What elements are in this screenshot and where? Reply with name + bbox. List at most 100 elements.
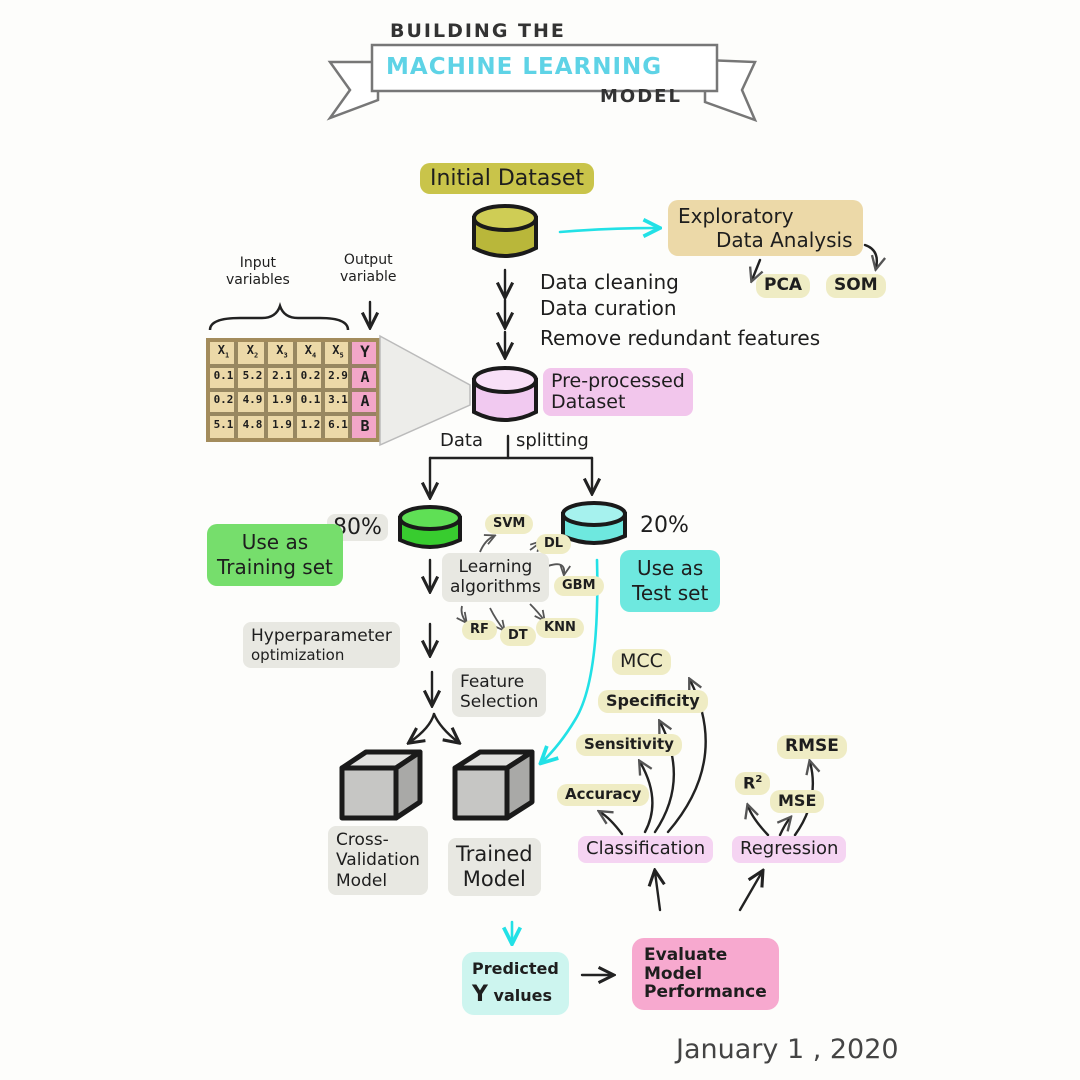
table-header-cell: X1 (211, 344, 236, 360)
table-header-cell: X4 (298, 344, 323, 360)
table-header-subscript: 2 (254, 351, 259, 360)
table-header-symbol: X (276, 343, 284, 357)
metric-r2-base: R (743, 773, 756, 793)
algo-gbm: GBM (554, 576, 604, 596)
dataset-cylinder-training (398, 505, 462, 549)
table-header-symbol: Y (360, 342, 370, 361)
input-label-line-1: Input (239, 255, 277, 271)
table-header-symbol: X (304, 343, 312, 357)
title-ribbon (326, 43, 758, 123)
metric-mse: MSE (770, 790, 825, 813)
dataset-cylinder-test (561, 501, 627, 545)
feature-line-1: Feature (460, 672, 525, 692)
cv-line-3: Model (336, 870, 388, 891)
dataset-cylinder-preprocessed (472, 366, 538, 422)
table-header-subscript: 1 (225, 351, 230, 360)
step-cleaning: Data cleaning (540, 270, 679, 294)
table-cell: 1.9 (272, 393, 292, 406)
table-header-cell: X3 (269, 344, 295, 360)
date-label: January 1 , 2020 (676, 1034, 899, 1065)
flow-arrows (370, 243, 877, 975)
predicted-values-label: Predicted Y values (462, 952, 569, 1016)
evaluate-line-1: Evaluate (644, 945, 728, 965)
eda-line-2: Data Analysis (716, 228, 853, 252)
learning-line-2: algorithms (450, 577, 541, 598)
cv-line-2: Validation (336, 850, 420, 871)
classification-label: Classification (578, 836, 714, 863)
table-header-cell: X5 (326, 344, 350, 360)
cv-line-1: Cross- (336, 830, 389, 850)
table-cell: 4.9 (242, 393, 263, 406)
evaluate-line-3: Performance (644, 982, 767, 1003)
output-label-line-2: variable (340, 268, 397, 285)
table-cell: 3.1 (328, 393, 348, 406)
learning-algorithms-label: Learning algorithms (442, 553, 549, 602)
table-output-cell: A (360, 392, 370, 410)
table-cell: 1.2 (300, 418, 321, 431)
table-cell: 0.1 (213, 369, 234, 382)
table-cell: 6.1 (328, 418, 348, 431)
metric-rmse: RMSE (777, 735, 847, 759)
title-line-1: BUILDING THE (390, 20, 566, 42)
data-table-grid (206, 302, 471, 447)
eda-line-1: Exploratory (678, 204, 794, 228)
step-remove-features: Remove redundant features (540, 326, 821, 350)
metric-mcc: MCC (612, 649, 671, 675)
hyperparameter-label: Hyperparameter optimization (243, 622, 400, 669)
metric-sensitivity: Sensitivity (576, 734, 682, 756)
training-line-2: Training set (217, 555, 333, 579)
pca-label: PCA (756, 274, 811, 298)
table-cell: 1.9 (272, 418, 292, 431)
input-label-line-2: variables (226, 271, 290, 288)
test-line-1: Use as (636, 556, 704, 580)
table-output-cell: A (360, 368, 370, 386)
preprocessed-line-1: Pre-processed (551, 370, 685, 392)
table-cell: 0.1 (300, 393, 321, 406)
table-header-symbol: X (217, 343, 225, 357)
title-line-3: MODEL (600, 86, 682, 107)
metric-accuracy: Accuracy (557, 784, 650, 806)
step-curation: Data curation (540, 296, 677, 320)
hyper-line-2: optimization (251, 646, 345, 665)
title-banner: MACHINE LEARNING (386, 54, 663, 80)
pct-test: 20% (640, 513, 689, 538)
preprocessed-label: Pre-processed Dataset (543, 368, 693, 416)
cube-cross-validation (339, 749, 423, 821)
metric-specificity: Specificity (598, 690, 708, 713)
preprocessed-line-2: Dataset (551, 390, 626, 413)
trained-model-label: Trained Model (448, 838, 541, 897)
input-variables-label: Input variables (226, 255, 290, 289)
table-cell: 5.1 (213, 418, 234, 431)
regression-label: Regression (732, 836, 847, 863)
table-cell: 2.9 (328, 369, 348, 382)
table-header-subscript: 5 (339, 351, 344, 360)
dataset-cylinder-initial (472, 204, 538, 258)
table-header-symbol: X (332, 343, 340, 357)
table-cell: 0.2 (213, 393, 234, 406)
cube-trained-model (452, 749, 535, 821)
test-set-label: Use as Test set (620, 550, 721, 612)
table-cell: 4.8 (242, 418, 263, 431)
evaluate-line-2: Model (644, 963, 703, 984)
split-label-left: Data (440, 430, 483, 451)
training-line-1: Use as (241, 530, 309, 554)
predicted-line-1: Predicted (472, 959, 559, 978)
feature-selection-label: Feature Selection (452, 668, 547, 717)
training-set-label: Use as Training set (207, 524, 343, 586)
trained-line-1: Trained (456, 842, 533, 866)
table-header-symbol: X (246, 343, 254, 357)
metric-r2: R2 (735, 772, 771, 796)
table-header-cell: Y (354, 342, 376, 361)
eda-label: Exploratory Data Analysis (668, 200, 863, 256)
predicted-y-glyph: Y (472, 981, 488, 1007)
algo-dl: DL (536, 534, 572, 554)
som-label: SOM (826, 274, 886, 298)
split-label-right: splitting (516, 430, 589, 451)
trained-line-2: Model (462, 867, 526, 892)
test-line-2: Test set (632, 581, 709, 605)
feature-line-2: Selection (460, 692, 539, 713)
algo-knn: KNN (536, 618, 584, 638)
algo-svm: SVM (485, 514, 534, 534)
table-cell: 5.2 (242, 369, 263, 382)
